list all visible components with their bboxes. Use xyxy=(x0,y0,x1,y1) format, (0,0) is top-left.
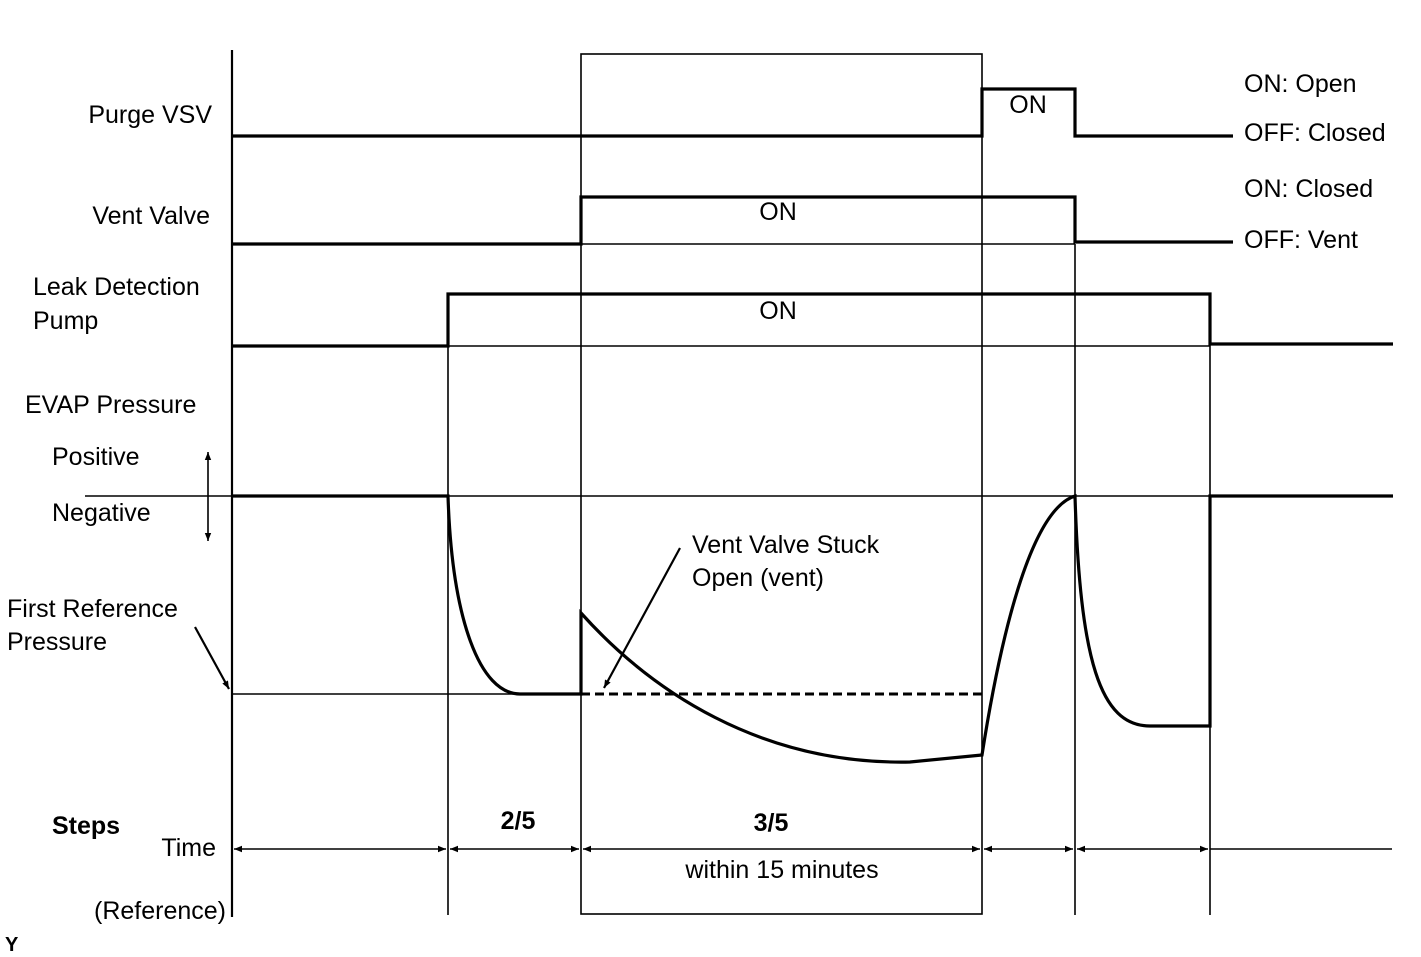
label-reference: (Reference) xyxy=(94,897,226,925)
label-step-2-5: 2/5 xyxy=(501,807,536,835)
label-first-reference-line2: Pressure xyxy=(7,628,107,656)
annotation-stuck-open-line2: Open (vent) xyxy=(692,564,824,592)
annotation-stuck-open-line1: Vent Valve Stuck xyxy=(692,531,880,559)
leak-pump-signal xyxy=(232,292,1393,348)
label-purge-off-closed: OFF: Closed xyxy=(1244,119,1386,147)
evap-pressure-curve xyxy=(232,493,1393,764)
label-purge-vsv: Purge VSV xyxy=(88,101,212,129)
reference-lines xyxy=(85,243,1210,695)
figure-code: Y xyxy=(5,934,19,956)
label-leak-pump-line2: Pump xyxy=(33,307,98,335)
first-reference-arrow xyxy=(194,626,230,690)
purge-vsv-signal xyxy=(232,87,1233,138)
label-negative: Negative xyxy=(52,499,151,527)
label-positive: Positive xyxy=(52,443,140,471)
label-purge-on: ON xyxy=(1009,91,1047,119)
label-vent-on-closed: ON: Closed xyxy=(1244,175,1373,203)
label-evap-pressure: EVAP Pressure xyxy=(25,391,196,419)
step-3-box xyxy=(580,53,983,915)
label-steps: Steps xyxy=(52,812,120,840)
vent-valve-signal xyxy=(232,195,1233,246)
label-pump-on: ON xyxy=(759,297,797,325)
label-purge-on-open: ON: Open xyxy=(1244,70,1357,98)
label-vent-on: ON xyxy=(759,198,797,226)
label-time: Time xyxy=(161,834,216,862)
label-step-3-5: 3/5 xyxy=(754,809,789,837)
label-vent-off-vent: OFF: Vent xyxy=(1244,226,1358,254)
stuck-open-arrow xyxy=(603,547,681,689)
phase-dividers xyxy=(447,244,1211,915)
label-within-15-minutes: within 15 minutes xyxy=(684,856,878,884)
label-leak-pump-line1: Leak Detection xyxy=(33,273,200,301)
label-vent-valve: Vent Valve xyxy=(92,202,210,230)
label-first-reference-line1: First Reference xyxy=(7,595,178,623)
